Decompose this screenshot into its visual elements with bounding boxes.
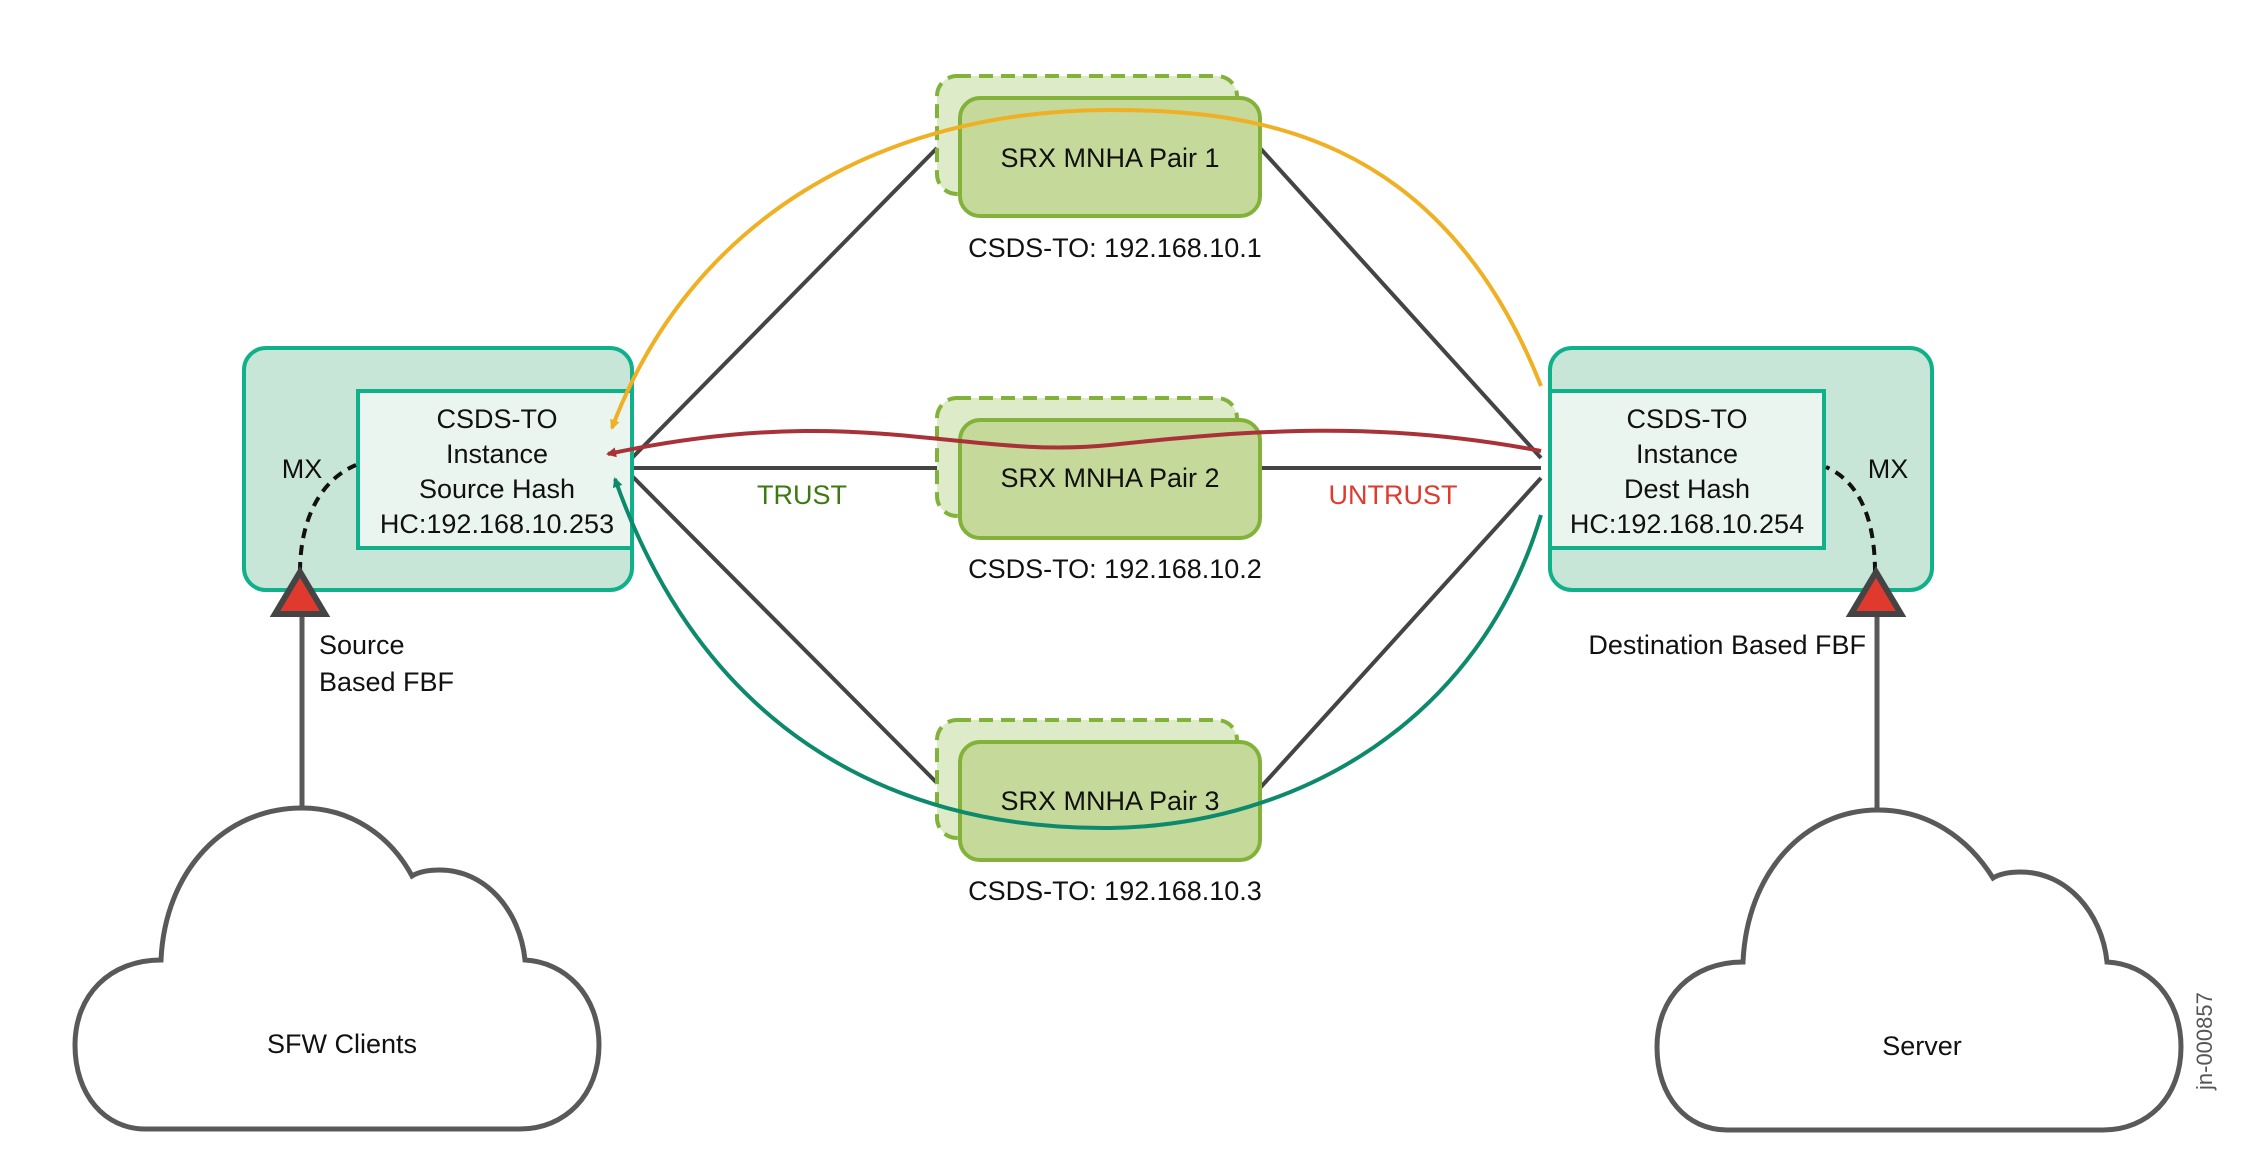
figure-id-watermark: jn-000857 — [2192, 992, 2217, 1091]
left-fbf-label-line-2: Based FBF — [319, 667, 454, 697]
left-instance-line-2: Instance — [446, 439, 548, 469]
srx-pair-3-ip: CSDS-TO: 192.168.10.3 — [968, 876, 1262, 906]
srx-pair-1-label: SRX MNHA Pair 1 — [1000, 143, 1219, 173]
link-pair1-right — [1258, 146, 1543, 460]
right-mx-label: MX — [1868, 454, 1909, 484]
srx-pair-2-active — [958, 418, 1262, 540]
srx-pair-2-label: SRX MNHA Pair 2 — [1000, 463, 1219, 493]
right-instance-line-4: HC:192.168.10.254 — [1570, 509, 1804, 539]
flow-arrow-pair2 — [606, 428, 1542, 458]
flow-arrow-pair1 — [610, 107, 1543, 430]
right-instance-text: CSDS-TO Instance Dest Hash HC:192.168.10… — [1570, 404, 1804, 539]
srx-pair-2-ip: CSDS-TO: 192.168.10.2 — [968, 554, 1262, 584]
flow-arrow-pair3 — [612, 477, 1543, 831]
right-instance-line-3: Dest Hash — [1624, 474, 1750, 504]
left-csds-to-instance — [356, 389, 634, 550]
link-left-pair1 — [630, 146, 939, 460]
link-left-pair3 — [630, 474, 939, 785]
srx-pair-1: SRX MNHA Pair 1 CSDS-TO: 192.168.10.1 — [935, 74, 1262, 263]
left-instance-text: CSDS-TO Instance Source Hash HC:192.168.… — [380, 404, 614, 539]
left-cloud-label: SFW Clients — [267, 1029, 417, 1059]
right-fbf-dashed-arc — [1825, 465, 1877, 573]
srx-pair-3-label: SRX MNHA Pair 3 — [1000, 786, 1219, 816]
srx-pair-1-active — [958, 96, 1262, 218]
left-instance-line-1: CSDS-TO — [436, 404, 557, 434]
left-fbf-dashed-arc — [298, 463, 357, 573]
left-instance-line-4: HC:192.168.10.253 — [380, 509, 614, 539]
right-fbf-label: Destination Based FBF — [1588, 630, 1866, 660]
link-pair3-right — [1258, 476, 1543, 790]
right-instance-line-1: CSDS-TO — [1626, 404, 1747, 434]
left-fbf-marker-icon — [269, 566, 331, 617]
untrust-zone-label: UNTRUST — [1329, 480, 1458, 510]
left-instance-line-3: Source Hash — [419, 474, 575, 504]
right-fbf-marker-icon — [1845, 566, 1907, 617]
right-cloud-label: Server — [1882, 1031, 1962, 1061]
left-mx-label: MX — [282, 454, 323, 484]
right-cloud-icon — [1654, 807, 2184, 1133]
srx-pair-3: SRX MNHA Pair 3 CSDS-TO: 192.168.10.3 — [935, 718, 1262, 906]
srx-pair-1-ip: CSDS-TO: 192.168.10.1 — [968, 233, 1262, 263]
right-csds-to-instance — [1548, 389, 1826, 550]
right-instance-line-2: Instance — [1636, 439, 1738, 469]
links — [630, 146, 1543, 790]
trust-zone-label: TRUST — [757, 480, 847, 510]
left-cloud-icon — [72, 805, 602, 1132]
srx-pair-2: SRX MNHA Pair 2 CSDS-TO: 192.168.10.2 — [935, 396, 1262, 584]
left-fbf-label-line-1: Source — [319, 630, 405, 660]
srx-pair-3-active — [958, 740, 1262, 862]
